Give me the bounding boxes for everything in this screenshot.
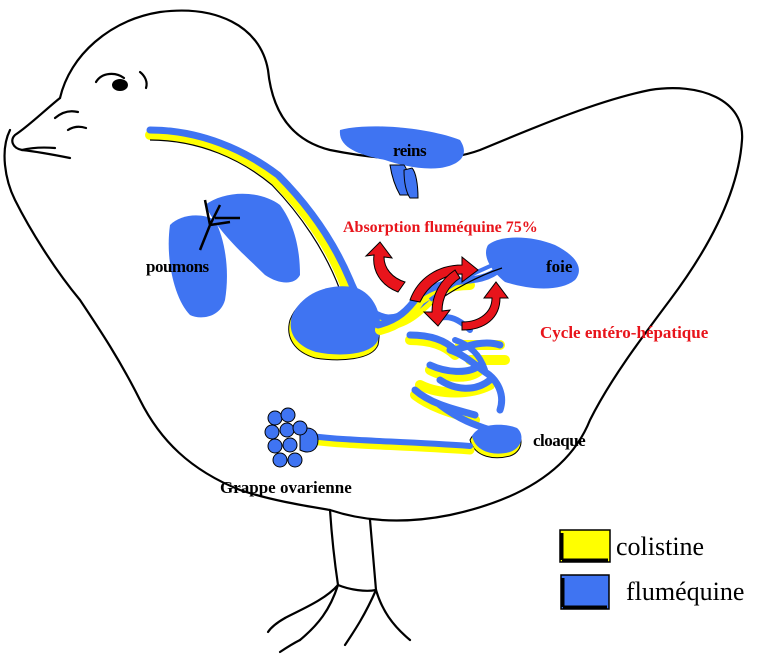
label-reins: reins — [393, 141, 427, 160]
label-foie: foie — [546, 257, 573, 276]
arrow-absorption-icon — [366, 242, 405, 292]
kidneys-organ — [340, 126, 464, 198]
legend-label-flumequine: fluméquine — [626, 577, 744, 606]
legend-swatch-colistine — [560, 530, 610, 562]
label-poumons: poumons — [146, 257, 210, 276]
legend-swatch-flumequine — [561, 575, 609, 609]
legend-label-colistine: colistine — [616, 532, 704, 561]
legend-item-colistine: colistine — [560, 530, 704, 562]
ovary-organ — [265, 408, 470, 467]
legend: colistine fluméquine — [560, 530, 744, 609]
lungs-organ — [169, 194, 300, 318]
label-cloaque: cloaque — [533, 431, 586, 450]
eye-icon — [112, 79, 128, 91]
label-absorption: Absorption fluméquine 75% — [343, 219, 538, 236]
label-grappe: Grappe ovarienne — [220, 478, 352, 497]
label-cycle: Cycle entéro-hépatique — [540, 323, 709, 342]
legend-item-flumequine: fluméquine — [561, 575, 744, 609]
